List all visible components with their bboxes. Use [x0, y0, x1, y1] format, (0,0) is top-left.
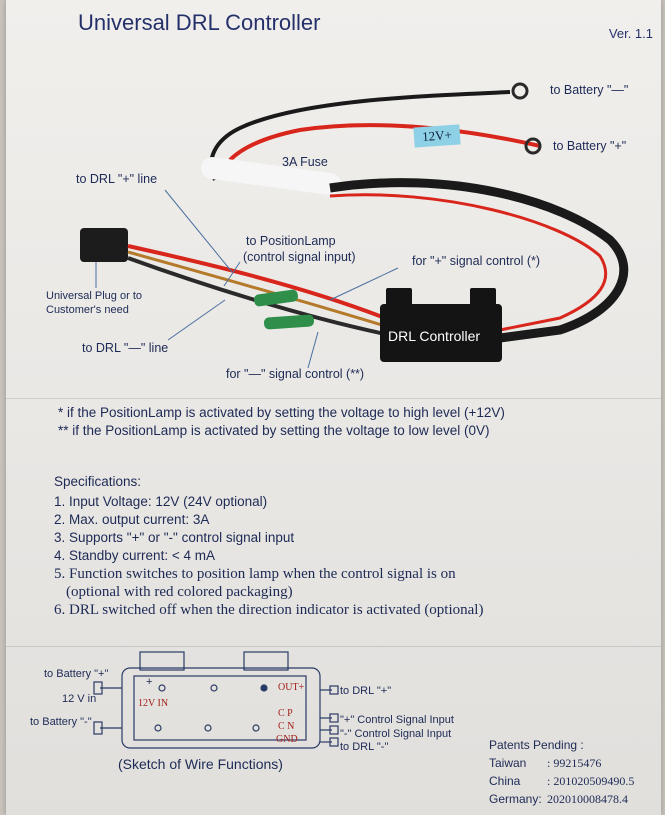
- sketch-cn: C N: [278, 721, 295, 732]
- sketch-cp: C P: [278, 708, 293, 719]
- fuse-voltage-tag: 12V+: [413, 124, 461, 148]
- drl-positive-wire: [127, 244, 386, 320]
- sketch-drl-neg: to DRL "-": [340, 741, 389, 753]
- sketch-bat-pos: to Battery "+": [44, 668, 109, 680]
- spec-item: 5. Function switches to position lamp wh…: [54, 566, 456, 582]
- ring-terminal-pos: [524, 137, 542, 155]
- label-plug-line1: Universal Plug or to: [46, 290, 142, 302]
- spec-item: 1. Input Voltage: 12V (24V optional): [54, 494, 268, 509]
- callout-positive-signal: [329, 267, 399, 301]
- footnotes: * if the PositionLamp is activated by se…: [58, 404, 505, 440]
- paper-fold: [6, 398, 661, 399]
- callout-negative-signal: [307, 331, 319, 369]
- page-title: Universal DRL Controller: [78, 10, 321, 35]
- label-positive-signal: for "+" signal control (*): [412, 254, 541, 268]
- instruction-sheet: [6, 0, 661, 815]
- green-connector-negative: [263, 314, 315, 330]
- patent-row: Germany: 202010008478.4: [489, 790, 634, 808]
- patent-row: Taiwan : 99215476: [489, 754, 634, 772]
- sketch-12v-in: 12V IN: [138, 698, 169, 709]
- label-control-input: (control signal input): [243, 250, 356, 264]
- wiring-photo: [80, 82, 629, 369]
- callout-drl-negative: [167, 299, 226, 341]
- red-loop-wire: [329, 193, 608, 332]
- label-to-drl-positive: to DRL "+" line: [76, 172, 158, 186]
- label-to-battery-negative: to Battery "—": [550, 83, 629, 97]
- footnote-high: * if the PositionLamp is activated by se…: [58, 405, 505, 420]
- patent-number: : 201020509490.5: [547, 774, 635, 788]
- sketch-box: [121, 667, 321, 749]
- spec-item: 6. DRL switched off when the direction i…: [54, 602, 484, 618]
- position-lamp-wire: [127, 250, 386, 328]
- sketch-bat-neg: to Battery "-": [30, 716, 92, 728]
- drl-negative-wire: [127, 256, 386, 336]
- patent-country: China: [489, 774, 521, 788]
- drl-controller-box: [380, 304, 502, 362]
- sketch-neg-ctrl: "-" Control Signal Input: [340, 728, 452, 740]
- spec-item: 3. Supports "+" or "-" control signal in…: [54, 530, 295, 545]
- patent-number: 202010008478.4: [547, 792, 628, 806]
- patent-country: Germany:: [489, 792, 542, 806]
- universal-plug: [80, 228, 128, 262]
- controller-label: DRL Controller: [388, 328, 481, 344]
- label-to-battery-positive: to Battery "+": [553, 139, 627, 153]
- black-loop-wire: [329, 178, 629, 343]
- spec-item: 2. Max. output current: 3A: [54, 512, 210, 527]
- sketch-out: OUT+: [278, 682, 305, 693]
- patent-country: Taiwan: [489, 756, 527, 770]
- callout-drl-positive: [164, 189, 233, 273]
- patent-number: : 99215476: [547, 756, 602, 770]
- wire-sketch: [93, 651, 339, 749]
- sketch-pos-ctrl: "+" Control Signal Input: [340, 714, 454, 726]
- fuse-holder: [201, 157, 341, 195]
- battery-negative-wire: [209, 90, 511, 181]
- specs-heading: Specifications:: [54, 474, 142, 489]
- label-position-lamp: to PositionLamp: [246, 234, 336, 248]
- sketch-gnd: GND: [276, 734, 298, 745]
- patents-heading: Patents Pending :: [489, 738, 584, 752]
- sketch-drl-pos: to DRL "+": [340, 685, 392, 697]
- footnote-low: ** if the PositionLamp is activated by s…: [58, 423, 490, 438]
- paper-fold: [6, 646, 661, 647]
- label-to-drl-negative: to DRL "—" line: [82, 341, 169, 355]
- label-negative-signal: for "—" signal control (**): [226, 367, 365, 381]
- label-fuse: 3A Fuse: [282, 155, 328, 169]
- sketch-v-in: 12 V in: [62, 693, 97, 705]
- patent-row: China : 201020509490.5: [489, 772, 634, 790]
- green-connector-positive: [254, 289, 298, 307]
- battery-positive-wire: [228, 123, 541, 162]
- sketch-caption: (Sketch of Wire Functions): [118, 756, 283, 772]
- label-plug-line2: Customer's need: [46, 304, 129, 316]
- spec-item-note: (optional with red colored packaging): [66, 584, 293, 600]
- ring-terminal-neg: [511, 82, 529, 100]
- sketch-plus: +: [146, 676, 153, 688]
- version-label: Ver. 1.1: [608, 26, 653, 41]
- spec-item: 4. Standby current: < 4 mA: [54, 548, 215, 563]
- specifications: Specifications: 1. Input Voltage: 12V (2…: [54, 474, 483, 619]
- patents-block: Patents Pending : Taiwan : 99215476 China…: [489, 736, 634, 808]
